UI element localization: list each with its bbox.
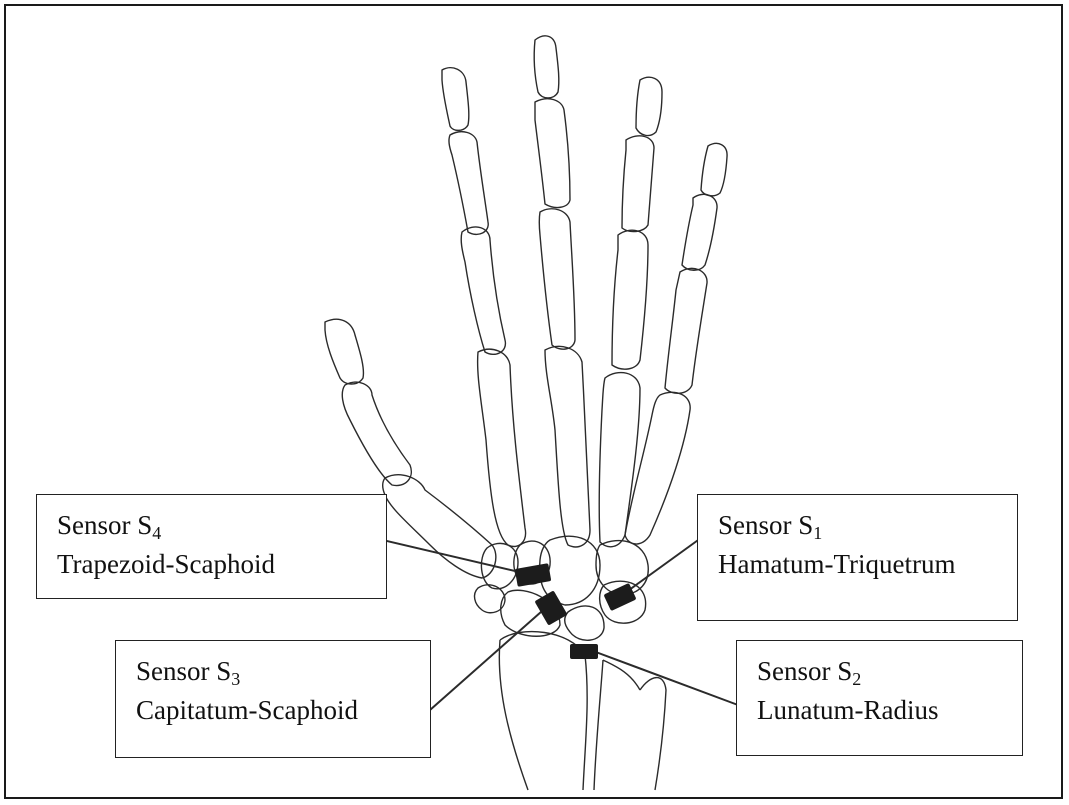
sensor-s2-label-box: Sensor S2 Lunatum-Radius [736,640,1023,756]
sensor-s2-joint: Lunatum-Radius [757,691,1008,730]
thumb-proximal-phalanx [342,382,411,485]
sensor-s4-joint: Trapezoid-Scaphoid [57,545,372,584]
index-middle-phalanx [449,132,488,235]
lunate-bone [565,606,604,640]
sensor-s1-title: Sensor S1 [718,506,1003,545]
sensor-s1-joint: Hamatum-Triquetrum [718,545,1003,584]
ring-middle-phalanx [622,136,654,232]
little-proximal-phalanx [665,268,707,393]
index-proximal-phalanx [461,227,505,354]
middle-distal-phalanx [534,36,559,98]
ring-distal-phalanx [636,77,662,135]
little-middle-phalanx [682,194,717,270]
sensor-s4-label-box: Sensor S4 Trapezoid-Scaphoid [36,494,387,599]
middle-middle-phalanx [535,99,570,208]
little-distal-phalanx [701,143,727,195]
thumb-distal-phalanx [325,319,363,384]
sensor-s2-marker [570,644,598,659]
little-metacarpal [625,392,690,544]
trapezium-bone [481,543,518,588]
index-metacarpal [478,349,526,546]
sensor-s3-label-box: Sensor S3 Capitatum-Scaphoid [115,640,431,758]
sensor-s2-title: Sensor S2 [757,652,1008,691]
sensor-s4-marker [515,563,552,587]
s3-leader-line [430,604,550,710]
pisiform-bone [475,585,505,613]
middle-metacarpal [545,346,590,546]
sensor-s3-joint: Capitatum-Scaphoid [136,691,416,730]
sensor-s1-label-box: Sensor S1 Hamatum-Triquetrum [697,494,1018,621]
index-distal-phalanx [442,68,469,131]
ring-proximal-phalanx [612,230,648,369]
sensor-s3-title: Sensor S3 [136,652,416,691]
s2-leader-line [585,648,738,705]
sensor-s4-title: Sensor S4 [57,506,372,545]
ulna-bone [594,660,666,790]
ring-metacarpal [599,373,640,547]
middle-proximal-phalanx [539,209,575,349]
